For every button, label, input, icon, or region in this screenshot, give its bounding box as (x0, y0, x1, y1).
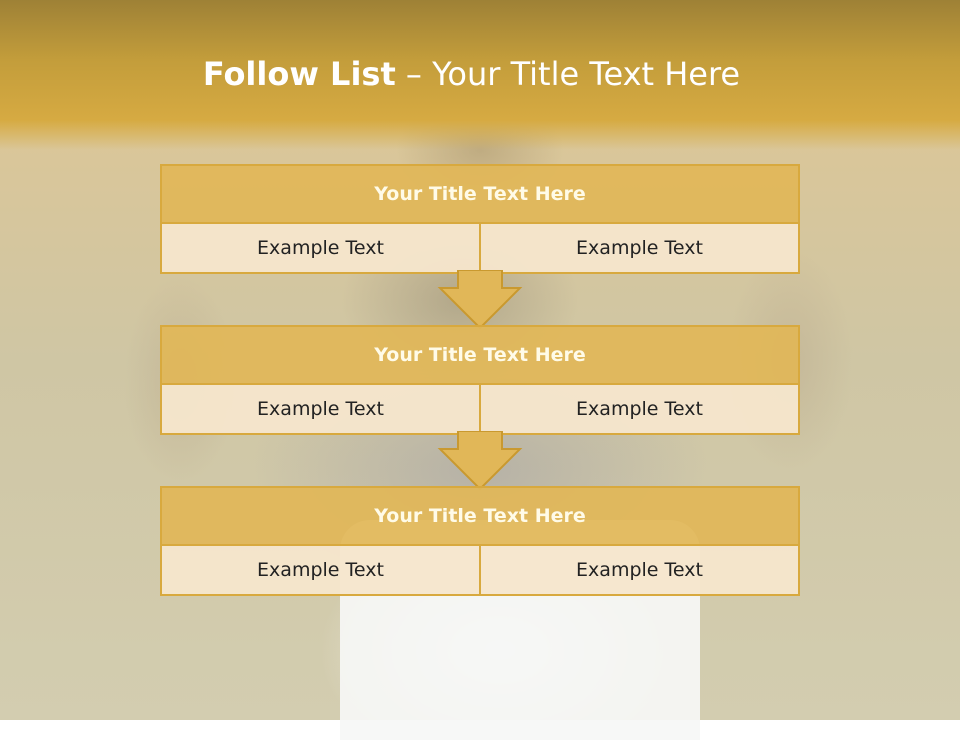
step-1-right-text: Example Text (479, 224, 798, 272)
step-3-row: Example Text Example Text (162, 546, 798, 594)
step-1-heading: Your Title Text Here (162, 166, 798, 224)
header-band (0, 0, 960, 150)
step-3-right-text: Example Text (479, 546, 798, 594)
slide-title-rest: – Your Title Text Here (395, 55, 741, 93)
step-3-heading: Your Title Text Here (162, 488, 798, 546)
step-box-3: Your Title Text Here Example Text Exampl… (160, 486, 800, 596)
step-2-row: Example Text Example Text (162, 385, 798, 433)
down-arrow-icon (437, 431, 523, 491)
step-box-1: Your Title Text Here Example Text Exampl… (160, 164, 800, 274)
step-3-left-text: Example Text (162, 546, 479, 594)
slide-title: Follow List – Your Title Text Here (0, 55, 943, 93)
step-1-row: Example Text Example Text (162, 224, 798, 272)
step-2-right-text: Example Text (479, 385, 798, 433)
slide-title-bold: Follow List (202, 55, 396, 93)
step-2-left-text: Example Text (162, 385, 479, 433)
step-box-2: Your Title Text Here Example Text Exampl… (160, 325, 800, 435)
down-arrow-icon (437, 270, 523, 330)
step-1-left-text: Example Text (162, 224, 479, 272)
step-2-heading: Your Title Text Here (162, 327, 798, 385)
